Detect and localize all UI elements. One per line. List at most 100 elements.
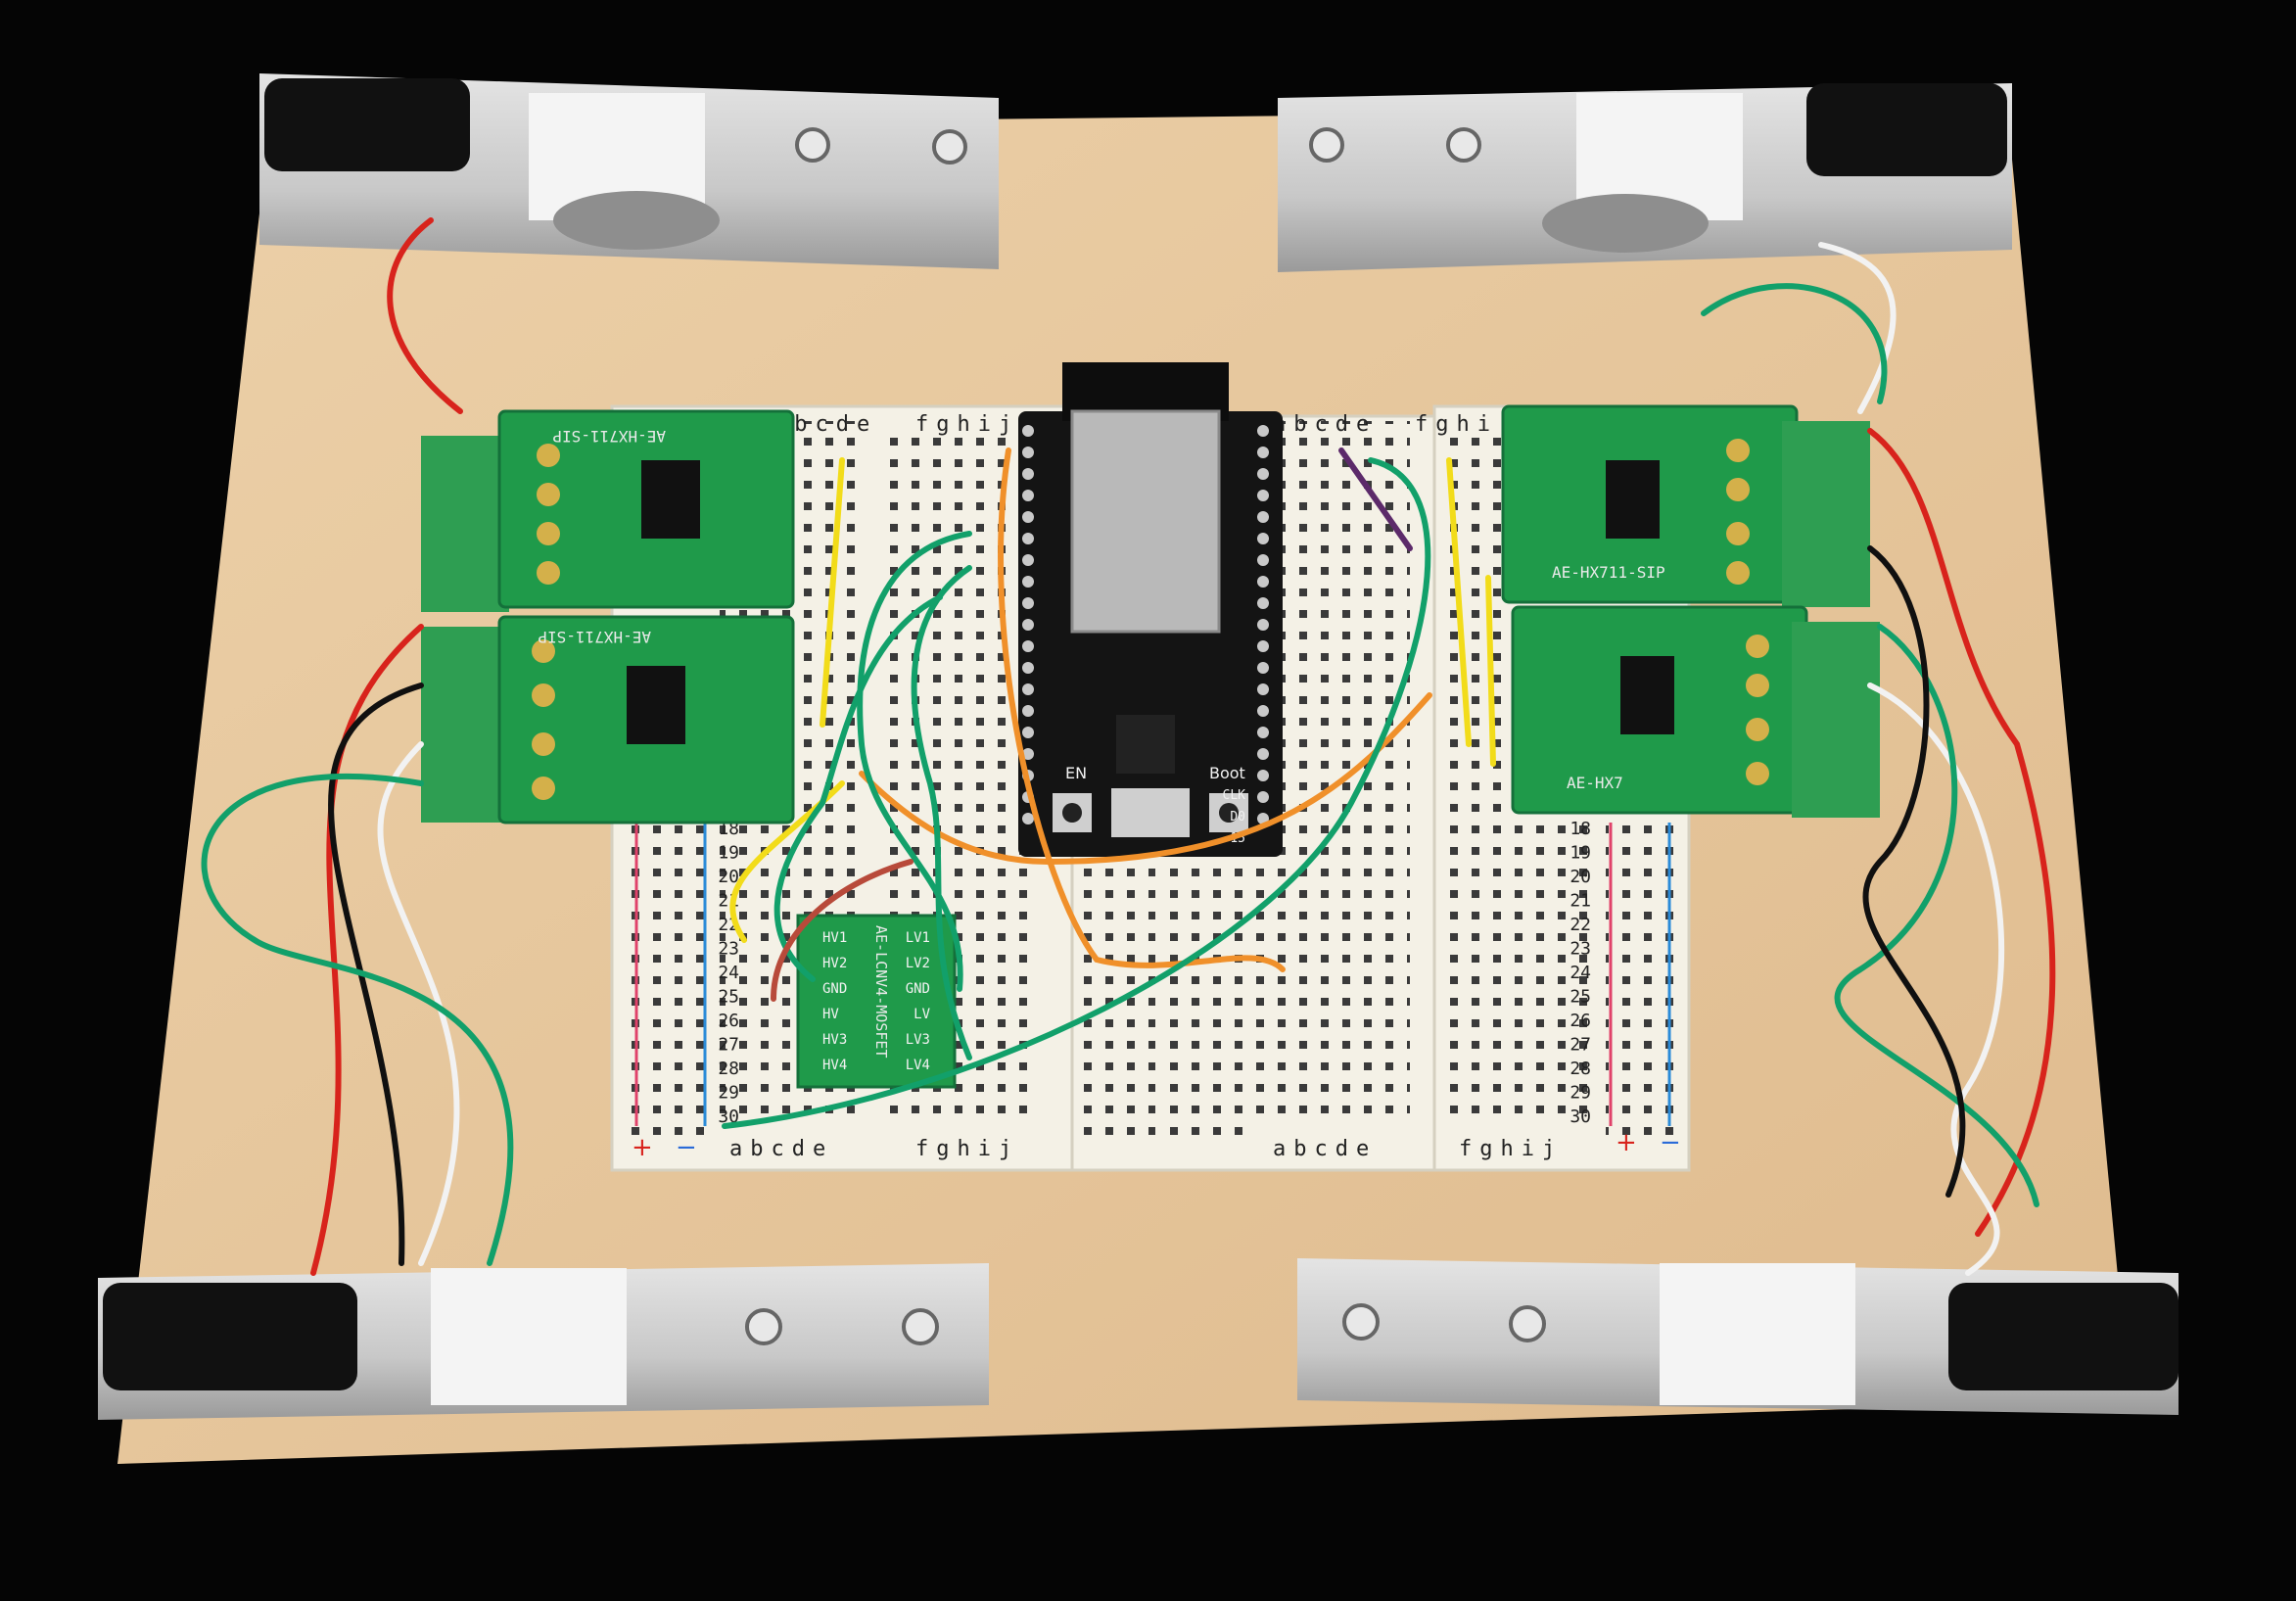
level-shifter-pin-lv: LV1 xyxy=(906,930,930,946)
bb-row-number: 28 xyxy=(718,1059,739,1079)
bb-row-number: 27 xyxy=(718,1035,739,1056)
esp32-header-pin xyxy=(1257,791,1269,803)
bb-row-number: 27 xyxy=(1570,1035,1591,1056)
esp32-header-pin xyxy=(1257,597,1269,609)
bb-letters-bottom-right: abcde xyxy=(1273,1137,1377,1161)
level-shifter-pin-hv: HV1 xyxy=(822,930,847,946)
bb-letters-bottom-farright: fghij xyxy=(1459,1137,1563,1161)
esp32-header-pin xyxy=(1257,490,1269,501)
wire-green-left xyxy=(201,773,514,1266)
esp32-header-pin xyxy=(1022,468,1034,480)
hx711-board-top-left: AE-HX711-SIP xyxy=(421,409,795,612)
bb-row-number: 29 xyxy=(1570,1083,1591,1104)
bb-row-number: 22 xyxy=(1570,915,1591,935)
bb-row-number: 19 xyxy=(1570,843,1591,864)
hx711-label-bottom-left: AE-HX711-SIP xyxy=(538,628,651,646)
wire-green-3 xyxy=(773,594,943,982)
esp32-header-pin xyxy=(1257,447,1269,458)
wire-white-left xyxy=(377,741,460,1266)
esp32-header-pin xyxy=(1022,640,1034,652)
hx711-board-top-right: AE-HX711-SIP xyxy=(1501,404,1870,607)
level-shifter-pin-hv: HV3 xyxy=(822,1032,847,1048)
esp32-header-pin xyxy=(1022,727,1034,738)
esp32-header-pin xyxy=(1257,770,1269,781)
rail-minus-right: − xyxy=(1660,1128,1681,1157)
load-cell-top-right xyxy=(1278,83,2012,272)
bb-letters-top-center: fghij xyxy=(915,412,1019,437)
bb-letters-top-farright: fghi xyxy=(1415,412,1498,437)
level-shifter-pin-hv: GND xyxy=(822,981,847,997)
level-shifter-pin-hv: HV xyxy=(822,1007,839,1022)
level-shifter-pin-lv: LV xyxy=(914,1007,930,1022)
level-shifter-name: AE-LCNV4-MOSFET xyxy=(872,925,890,1058)
esp32-header-pin xyxy=(1022,748,1034,760)
wire-black-left xyxy=(328,683,424,1266)
esp32-header-pin xyxy=(1257,619,1269,631)
esp32-header-pin xyxy=(1257,511,1269,523)
load-cell-top-left xyxy=(259,73,999,269)
bb-row-number: 24 xyxy=(718,963,739,983)
bb-row-number: 19 xyxy=(718,843,739,864)
esp32-header-pin xyxy=(1022,490,1034,501)
wire-red-left-1 xyxy=(387,217,463,414)
esp32-boot-label: Boot xyxy=(1209,764,1245,782)
level-shifter-pin-hv: HV4 xyxy=(822,1058,847,1073)
level-shifter-pin-lv: LV2 xyxy=(906,956,930,971)
esp32-header-pin xyxy=(1022,425,1034,437)
hx711-board-bottom-left: AE-HX711-SIP xyxy=(421,615,795,824)
wire-red-left-2 xyxy=(310,624,424,1276)
wire-red-levelshifter xyxy=(771,859,914,1002)
bb-letters-bottom-center: fghij xyxy=(915,1137,1019,1161)
level-shifter-pin-lv: GND xyxy=(906,981,930,997)
level-shifter-pin-hv: HV2 xyxy=(822,956,847,971)
wire-yellow-2 xyxy=(1446,457,1472,747)
esp32-header-pin xyxy=(1257,748,1269,760)
bb-row-number: 23 xyxy=(1570,939,1591,960)
esp32-header-pin xyxy=(1022,576,1034,588)
esp32-pin-label: CLK xyxy=(1223,788,1246,803)
bb-row-number: 25 xyxy=(718,987,739,1008)
esp32-header-pin xyxy=(1022,554,1034,566)
wire-green-2 xyxy=(911,565,972,1060)
wire-white-right xyxy=(1867,683,2004,1276)
bb-row-number: 23 xyxy=(718,939,739,960)
level-shifter-pin-lv: LV3 xyxy=(906,1032,930,1048)
bb-letters-bottom-left: abcde xyxy=(729,1137,833,1161)
esp32-header-pin xyxy=(1257,683,1269,695)
esp32-header-pin xyxy=(1022,683,1034,695)
wire-red-right xyxy=(1867,428,2056,1237)
hx711-label-top-right: AE-HX711-SIP xyxy=(1552,563,1665,582)
esp32-header-pin xyxy=(1022,619,1034,631)
hx711-label-bottom-right: AE-HX7 xyxy=(1567,774,1623,792)
bb-row-number: 30 xyxy=(1570,1107,1591,1127)
esp32-header-pin xyxy=(1022,447,1034,458)
bb-letters-top-right: abcde xyxy=(1273,412,1377,437)
esp32-header-pin xyxy=(1022,597,1034,609)
esp32-header-pin xyxy=(1022,705,1034,717)
bb-row-number: 18 xyxy=(1570,819,1591,839)
esp32-header-pin xyxy=(1257,468,1269,480)
level-shifter-pin-lv: LV4 xyxy=(906,1058,930,1073)
bb-row-number: 20 xyxy=(718,867,739,887)
wire-orange-1 xyxy=(998,447,1286,972)
esp32-header-pin xyxy=(1022,662,1034,674)
bb-row-number: 30 xyxy=(718,1107,739,1127)
esp32-header-pin xyxy=(1257,576,1269,588)
hx711-label-top-left: AE-HX711-SIP xyxy=(552,427,666,446)
bb-row-number: 24 xyxy=(1570,963,1591,983)
bb-row-number: 28 xyxy=(1570,1059,1591,1079)
esp32-header-pin xyxy=(1257,640,1269,652)
esp32-pin-label: D0 xyxy=(1230,810,1245,824)
esp32-header-pin xyxy=(1257,705,1269,717)
esp32-header-pin xyxy=(1022,533,1034,544)
wire-green-1 xyxy=(857,531,972,992)
rail-plus-left: + xyxy=(632,1133,653,1162)
wire-orange-2 xyxy=(859,692,1432,866)
bb-row-number: 26 xyxy=(718,1011,739,1031)
esp32-header-pin xyxy=(1022,813,1034,824)
